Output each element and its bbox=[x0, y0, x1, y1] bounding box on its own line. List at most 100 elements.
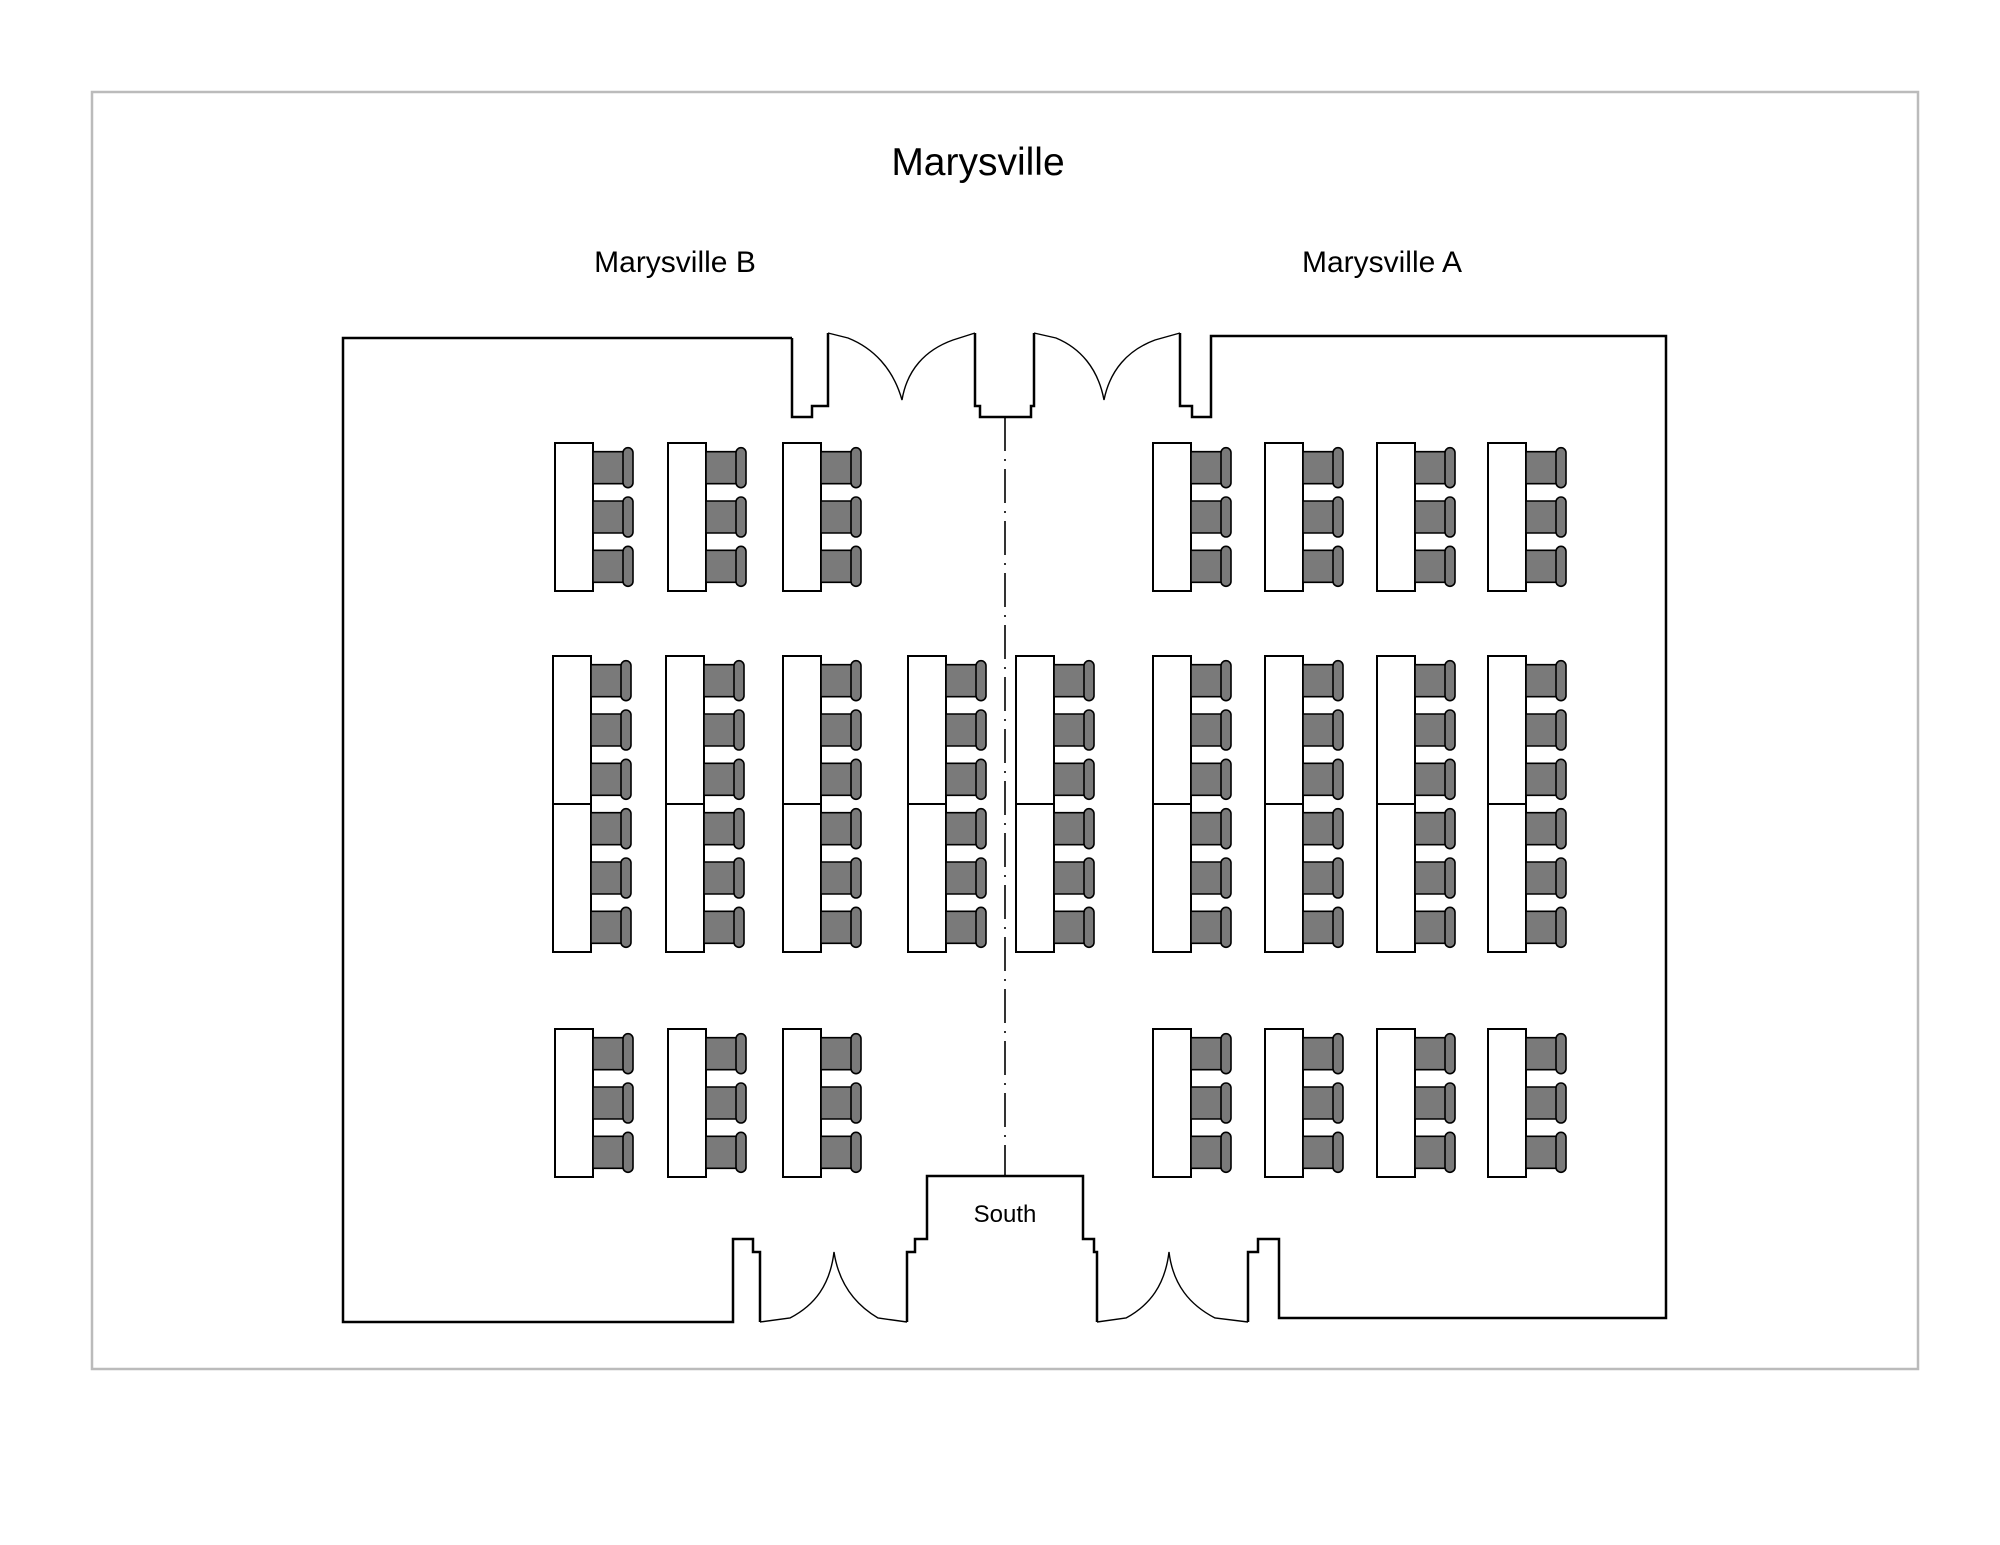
classroom-table bbox=[665, 655, 705, 805]
classroom-table bbox=[1152, 1028, 1192, 1178]
chair bbox=[1414, 906, 1456, 949]
chair bbox=[1414, 1131, 1456, 1174]
classroom-table bbox=[667, 1028, 707, 1178]
chair bbox=[1414, 659, 1456, 702]
chair bbox=[705, 446, 747, 489]
chair bbox=[1190, 545, 1232, 588]
chair bbox=[945, 659, 987, 702]
classroom-table bbox=[667, 442, 707, 592]
chair bbox=[1414, 1032, 1456, 1075]
chair bbox=[1302, 758, 1344, 801]
chair bbox=[1302, 709, 1344, 751]
chair bbox=[705, 1032, 747, 1075]
wall-top-center-pier bbox=[973, 333, 1036, 419]
classroom-table bbox=[1487, 803, 1527, 953]
chair bbox=[1302, 1131, 1344, 1174]
chair bbox=[1190, 446, 1232, 489]
classroom-table bbox=[552, 803, 592, 953]
chair bbox=[820, 857, 862, 899]
chair bbox=[590, 758, 632, 801]
chair bbox=[1302, 446, 1344, 489]
chair bbox=[1302, 1032, 1344, 1075]
chair bbox=[1190, 1082, 1232, 1124]
wall-top-left-pier bbox=[790, 333, 830, 419]
classroom-table bbox=[1376, 1028, 1416, 1178]
classroom-table bbox=[1264, 803, 1304, 953]
classroom-table bbox=[1487, 1028, 1527, 1178]
chair bbox=[1302, 906, 1344, 949]
chair bbox=[590, 906, 632, 949]
chair bbox=[1414, 807, 1456, 850]
chair bbox=[1525, 709, 1567, 751]
door-top-left bbox=[827, 332, 976, 401]
classroom-table bbox=[782, 655, 822, 805]
chair bbox=[820, 496, 862, 538]
classroom-table bbox=[782, 803, 822, 953]
chair bbox=[1525, 1131, 1567, 1174]
classroom-table bbox=[1015, 655, 1055, 805]
chair bbox=[1053, 807, 1095, 850]
chair bbox=[945, 807, 987, 850]
chair bbox=[1525, 1082, 1567, 1124]
classroom-table bbox=[907, 655, 947, 805]
chair bbox=[1053, 659, 1095, 702]
chair bbox=[1302, 659, 1344, 702]
chair bbox=[592, 1082, 634, 1124]
chair bbox=[1525, 906, 1567, 949]
chair bbox=[945, 906, 987, 949]
chair bbox=[592, 545, 634, 588]
chair bbox=[1190, 758, 1232, 801]
chair bbox=[1525, 758, 1567, 801]
chair bbox=[592, 496, 634, 538]
chair bbox=[1414, 1082, 1456, 1124]
classroom-table bbox=[1015, 803, 1055, 953]
classroom-table bbox=[1376, 803, 1416, 953]
diagram-title: Marysville bbox=[891, 141, 1064, 184]
chair bbox=[705, 545, 747, 588]
chair bbox=[820, 906, 862, 949]
chair bbox=[945, 758, 987, 801]
chair bbox=[945, 857, 987, 899]
classroom-table bbox=[907, 803, 947, 953]
classroom-table bbox=[1264, 1028, 1304, 1178]
chair bbox=[1053, 857, 1095, 899]
chair bbox=[703, 659, 745, 702]
classroom-table bbox=[1376, 442, 1416, 592]
chair bbox=[592, 1032, 634, 1075]
chair bbox=[592, 446, 634, 489]
classroom-table bbox=[1487, 442, 1527, 592]
classroom-table bbox=[782, 442, 822, 592]
chair bbox=[705, 496, 747, 538]
chair bbox=[703, 857, 745, 899]
page-frame bbox=[90, 90, 1920, 1371]
chair bbox=[1302, 545, 1344, 588]
room-label-marysville-a: Marysville A bbox=[1302, 246, 1462, 279]
chair bbox=[820, 709, 862, 751]
chair bbox=[820, 807, 862, 850]
classroom-table bbox=[782, 1028, 822, 1178]
chair bbox=[1302, 496, 1344, 538]
chair bbox=[592, 1131, 634, 1174]
chair bbox=[703, 807, 745, 850]
chair bbox=[1414, 857, 1456, 899]
chair bbox=[1302, 1082, 1344, 1124]
classroom-table bbox=[665, 803, 705, 953]
chair bbox=[1525, 659, 1567, 702]
chair bbox=[1525, 496, 1567, 538]
chair bbox=[1414, 758, 1456, 801]
classroom-table bbox=[1487, 655, 1527, 805]
classroom-table bbox=[1264, 655, 1304, 805]
chair bbox=[1190, 1131, 1232, 1174]
chair bbox=[590, 857, 632, 899]
seating-layout bbox=[552, 442, 1567, 1178]
chair bbox=[1053, 906, 1095, 949]
chair bbox=[1190, 709, 1232, 751]
classroom-table bbox=[554, 442, 594, 592]
stage-south bbox=[905, 1174, 1099, 1322]
chair bbox=[1302, 807, 1344, 850]
classroom-table bbox=[552, 655, 592, 805]
chair bbox=[1190, 1032, 1232, 1075]
chair bbox=[820, 545, 862, 588]
classroom-table bbox=[554, 1028, 594, 1178]
